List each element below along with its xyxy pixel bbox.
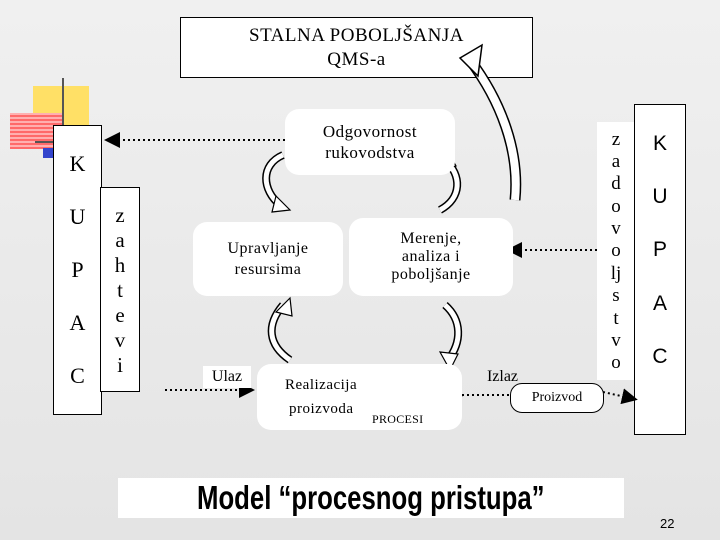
requirements-letter: h [114,252,126,277]
left-customer-letter: C [70,362,85,388]
title-line2: QMS-a [327,49,386,70]
product-to-customer-arrow [602,388,638,405]
satisfaction-letter: t [613,307,619,329]
product-realization-box: Realizacija proizvoda [257,364,462,430]
product-realization-line2: proizvoda [289,401,354,417]
satisfaction-letter: o [611,240,621,262]
left-customer-letter: U [69,204,86,230]
left-customer-letter: A [69,309,86,335]
satisfaction-letter: z [611,128,621,150]
satisfaction-letter: v [611,329,621,351]
requirements-letter: t [117,277,123,302]
left-customer-letter: P [71,256,84,282]
resource-management-line1: Upravljanje [227,240,309,257]
page-number: 22 [660,516,675,531]
requirements-letter: a [115,227,125,252]
input-label: Ulaz [203,366,251,388]
left-customer-letter: K [69,151,86,177]
decorative-blue-square [43,148,53,158]
title-box: STALNA POBOLJŠANJA QMS-a [180,17,533,78]
right-customer-column: K U P A C [634,104,686,435]
caption-text: Model “procesnog pristupa” [197,479,545,516]
satisfaction-column: z a d o v o lj s t v o [597,122,635,380]
satisfaction-letter: s [612,285,620,307]
right-customer-letter: K [652,131,667,155]
requirements-letter: i [117,352,123,377]
requirements-letter: z [115,202,125,227]
resource-management-line2: resursima [234,261,302,278]
resource-management-box: Upravljanje resursima [193,222,343,296]
satisfaction-letter: d [611,173,621,195]
management-responsibility-box: Odgovornost rukovodstva [285,109,455,175]
measurement-analysis-line1: Merenje, [400,230,462,247]
right-customer-letter: A [652,291,667,315]
caption-bar: Model “procesnog pristupa” [118,478,624,518]
title-line1: STALNA POBOLJŠANJA [249,25,464,46]
cycle-arrow-bottom-right [438,302,463,372]
processes-label: PROCESI [372,412,424,426]
product-label: Proizvod [510,383,604,413]
measurement-analysis-line3: poboljšanje [391,266,471,283]
measurement-analysis-box: Merenje, analiza i poboljšanje [349,218,513,296]
requirements-letter: v [114,327,126,352]
satisfaction-letter: v [611,218,621,240]
right-customer-letter: P [652,238,667,262]
management-responsibility-line2: rukovodstva [325,143,415,162]
satisfaction-letter: lj [610,262,622,284]
requirements-letter: e [115,302,125,327]
satisfaction-letter: a [611,151,621,173]
cycle-arrow-bottom-left [267,296,293,364]
requirements-column: z a h t e v i [100,187,140,392]
right-customer-letter: U [652,185,668,209]
left-customer-column: K U P A C [53,125,102,415]
right-customer-letter: C [652,345,668,369]
decorative-vertical-line [62,78,64,158]
product-realization-line1: Realizacija [285,377,358,393]
satisfaction-letter: o [611,352,621,374]
management-responsibility-line1: Odgovornost [322,122,418,141]
satisfaction-letter: o [611,195,621,217]
output-label: Izlaz [486,368,519,385]
measurement-analysis-line2: analiza i [401,248,461,265]
